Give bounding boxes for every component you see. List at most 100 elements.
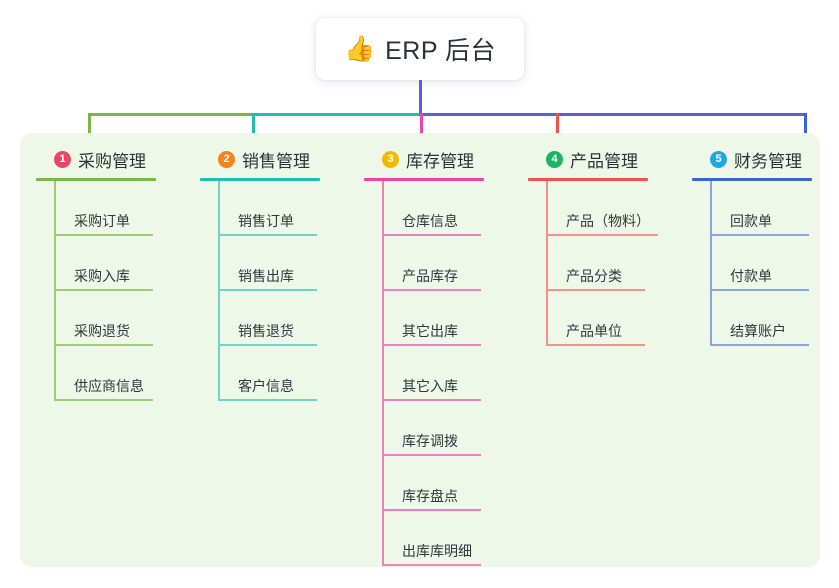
list-item[interactable]: 出库库明细 (382, 511, 514, 566)
drop-line-3 (420, 113, 423, 146)
list-item-label: 销售出库 (238, 268, 294, 284)
column-spine-4 (546, 181, 548, 346)
column-title-5: 财务管理 (734, 151, 802, 171)
list-item-rule (220, 344, 317, 346)
list-item-rule (548, 289, 645, 291)
branch-column-5: 5 财务管理回款单付款单结算账户 (692, 145, 832, 346)
list-item[interactable]: 采购退货 (54, 291, 186, 346)
list-item-rule (56, 399, 153, 401)
root-stem (419, 80, 422, 116)
thumbs-up-icon: 👍 (343, 34, 376, 63)
column-badge-4: 4 (546, 150, 563, 168)
list-item[interactable]: 产品分类 (546, 236, 678, 291)
column-spine-5 (710, 181, 712, 346)
list-item-label: 客户信息 (238, 378, 294, 394)
list-item-rule (712, 289, 809, 291)
column-rule-3 (364, 178, 484, 181)
column-spine-3 (382, 181, 384, 566)
drop-line-2 (252, 113, 255, 146)
segment-sales (252, 113, 419, 116)
list-item-label: 其它出库 (402, 323, 458, 339)
list-item-rule (548, 234, 658, 236)
list-item-label: 付款单 (730, 268, 772, 284)
list-item[interactable]: 销售出库 (218, 236, 350, 291)
root-node-card[interactable]: 👍 ERP 后台 (316, 18, 524, 80)
list-item[interactable]: 供应商信息 (54, 346, 186, 401)
drop-line-5 (804, 113, 807, 146)
list-item[interactable]: 客户信息 (218, 346, 350, 401)
column-title-1: 采购管理 (78, 151, 146, 171)
list-item-rule (384, 344, 481, 346)
column-header-4[interactable]: 4 产品管理 (528, 145, 678, 173)
list-item-label: 产品库存 (402, 268, 458, 284)
list-item[interactable]: 采购入库 (54, 236, 186, 291)
list-item-rule (384, 234, 481, 236)
list-item[interactable]: 仓库信息 (382, 181, 514, 236)
list-item-label: 出库库明细 (402, 543, 472, 559)
list-item-label: 产品单位 (566, 323, 622, 339)
list-item[interactable]: 产品（物料） (546, 181, 678, 236)
diagram-panel (20, 133, 820, 567)
column-items-3: 仓库信息产品库存其它出库其它入库库存调拨库存盘点出库库明细 (364, 181, 514, 566)
column-items-5: 回款单付款单结算账户 (692, 181, 832, 346)
column-items-2: 销售订单销售出库销售退货客户信息 (200, 181, 350, 401)
list-item-rule (56, 234, 153, 236)
drop-line-4 (556, 113, 559, 146)
list-item[interactable]: 库存调拨 (382, 401, 514, 456)
list-item-rule (712, 234, 809, 236)
list-item-label: 回款单 (730, 213, 772, 229)
list-item-label: 采购订单 (74, 213, 130, 229)
list-item[interactable]: 其它入库 (382, 346, 514, 401)
list-item[interactable]: 回款单 (710, 181, 832, 236)
list-item[interactable]: 销售退货 (218, 291, 350, 346)
list-item-rule (56, 289, 153, 291)
list-item-rule (548, 344, 645, 346)
list-item-rule (384, 509, 481, 511)
drop-line-1 (88, 113, 91, 146)
column-badge-2: 2 (218, 150, 235, 168)
column-title-3: 库存管理 (406, 151, 474, 171)
list-item-rule (384, 454, 481, 456)
list-item-label: 采购入库 (74, 268, 130, 284)
list-item-label: 销售退货 (238, 323, 294, 339)
list-item-label: 库存调拨 (402, 433, 458, 449)
list-item-label: 销售订单 (238, 213, 294, 229)
column-badge-5: 5 (710, 150, 727, 168)
segment-purchase (88, 113, 252, 116)
list-item-rule (384, 399, 481, 401)
list-item[interactable]: 其它出库 (382, 291, 514, 346)
list-item-label: 产品（物料） (566, 213, 650, 229)
list-item-rule (384, 289, 481, 291)
list-item-rule (220, 399, 317, 401)
column-badge-1: 1 (54, 150, 71, 168)
list-item[interactable]: 结算账户 (710, 291, 832, 346)
list-item[interactable]: 库存盘点 (382, 456, 514, 511)
column-title-4: 产品管理 (570, 151, 638, 171)
column-rule-1 (36, 178, 156, 181)
list-item[interactable]: 销售订单 (218, 181, 350, 236)
column-header-1[interactable]: 1 采购管理 (36, 145, 186, 173)
list-item-label: 采购退货 (74, 323, 130, 339)
list-item[interactable]: 付款单 (710, 236, 832, 291)
list-item-rule (384, 564, 481, 566)
list-item-label: 其它入库 (402, 378, 458, 394)
column-header-5[interactable]: 5 财务管理 (692, 145, 832, 173)
list-item[interactable]: 产品库存 (382, 236, 514, 291)
list-item[interactable]: 采购订单 (54, 181, 186, 236)
list-item-rule (712, 344, 809, 346)
list-item-rule (220, 289, 317, 291)
root-node-title: ERP 后台 (385, 37, 497, 65)
list-item[interactable]: 产品单位 (546, 291, 678, 346)
column-items-4: 产品（物料） 产品分类产品单位 (528, 181, 678, 346)
column-spine-2 (218, 181, 220, 401)
column-items-1: 采购订单采购入库采购退货供应商信息 (36, 181, 186, 401)
column-rule-5 (692, 178, 812, 181)
list-item-label: 供应商信息 (74, 378, 144, 394)
list-item-label: 库存盘点 (402, 488, 458, 504)
list-item-label: 结算账户 (730, 323, 786, 339)
list-item-rule (56, 344, 153, 346)
segment-right (419, 113, 807, 116)
